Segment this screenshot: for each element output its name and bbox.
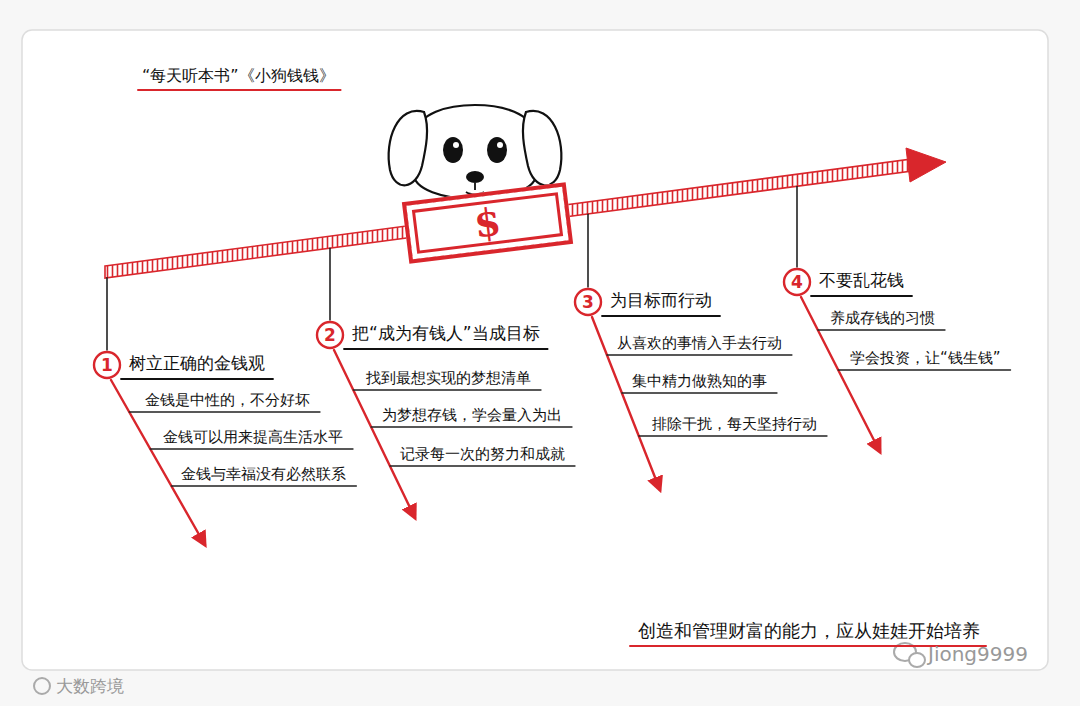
branch-stem [106,278,108,350]
branch-stem [796,187,798,267]
dog-ear [523,111,561,185]
branch-item: 金钱可以用来提高生活水平 [163,428,343,446]
item-underline [390,465,575,466]
title-text: “每天听本书”《小狗钱钱》 [142,66,335,86]
item-underline [353,389,541,390]
dog-nose [466,171,484,183]
branch-heading: 树立正确的金钱观 [129,353,265,373]
item-underline [171,485,356,486]
callout-number: 1 [92,350,122,380]
heading-underline [121,378,273,380]
branch-stem [587,214,589,287]
dog-eye-highlight [453,142,459,148]
item-underline [818,329,945,330]
dog-ear [389,111,427,185]
branch-stem [329,248,331,320]
heading-underline [344,348,548,350]
branch-heading: 不要乱花钱 [819,270,904,290]
item-underline [639,435,827,436]
title-underline [138,89,341,91]
watermark: 大数跨境 [56,676,124,696]
watermark: Jiong9999 [928,642,1028,666]
branch-number-circle: 4不要乱花钱 [782,267,812,297]
branch-heading: 为目标而行动 [610,290,712,310]
callout-number: 3 [573,287,603,317]
item-underline [129,411,320,412]
timeline-arrowhead [906,148,946,182]
branch-number-circle: 1树立正确的金钱观 [92,350,122,380]
heading-underline [602,315,720,317]
callout-number: 2 [315,320,345,350]
callout-number: 4 [782,267,812,297]
item-underline [150,448,353,449]
branch-item: 金钱是中性的，不分好坏 [145,391,310,409]
branch-item: 从喜欢的事情入手去行动 [617,334,782,352]
branch-item: 找到最想实现的梦想清单 [366,369,531,387]
item-underline [838,369,1010,370]
branch-item: 集中精力做熟知的事 [632,372,767,390]
item-underline [622,392,777,393]
watermark-icon [34,678,50,694]
branch-item: 为梦想存钱，学会量入为出 [382,406,562,424]
branch-number-circle: 2把“成为有钱人”当成目标 [315,320,345,350]
dog-eye-highlight [497,142,503,148]
branch-heading: 把“成为有钱人”当成目标 [352,323,540,343]
wechat-icon [909,653,925,667]
branch-item: 养成存钱的习惯 [830,309,935,327]
dog-head [413,105,537,199]
branch-item: 学会投资，让“钱生钱” [850,349,1001,367]
branch-item: 排除干扰，每天坚持行动 [652,415,817,433]
heading-underline [811,295,912,297]
dog-eye [487,137,507,163]
panel-frame [22,30,1048,670]
branch-item: 金钱与幸福没有必然联系 [181,465,346,483]
dog-eye [443,137,463,163]
caption-text: 创造和管理财富的能力，应从娃娃开始培养 [638,620,980,642]
branch-item: 记录每一次的努力和成就 [400,445,565,463]
item-underline [607,354,792,355]
currency-symbol: $ [472,200,504,247]
branch-number-circle: 3为目标而行动 [573,287,603,317]
item-underline [371,426,572,427]
